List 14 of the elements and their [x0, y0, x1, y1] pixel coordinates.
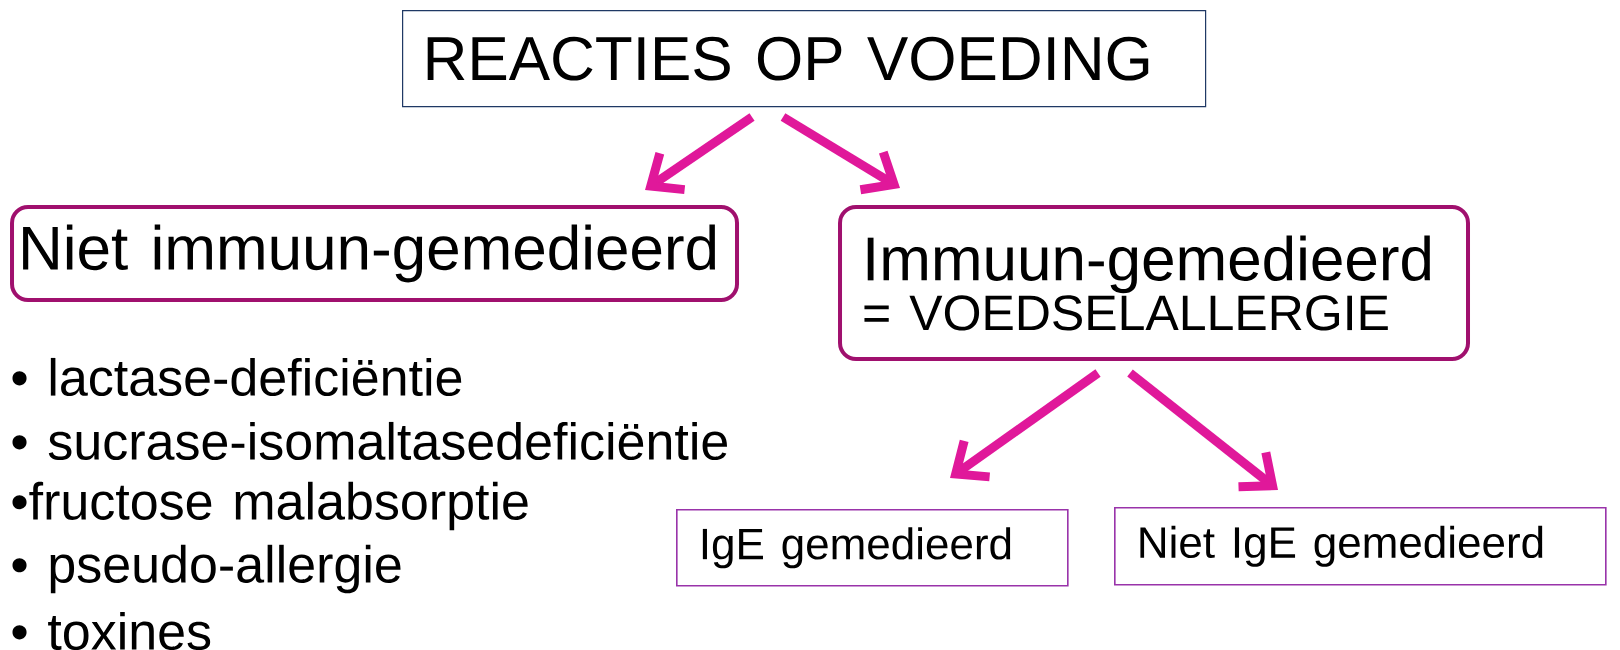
- bullet-item: •fructose malabsorptie: [12, 481, 528, 531]
- category-box: Immuun-gemedieerd = VOEDSELALLERGIE: [838, 205, 1470, 361]
- arrow: [1127, 369, 1278, 492]
- arrow: [780, 113, 900, 195]
- bullet-item: • lactase-deficiëntie: [12, 357, 462, 397]
- bullet-item: • sucrase-isomaltasedeficiëntie: [12, 421, 727, 461]
- subcategory-box: IgE gemedieerd: [676, 509, 1069, 587]
- category-box: Niet immuun-gemedieerd: [10, 205, 739, 302]
- title-box: REACTIES OP VOEDING: [402, 10, 1207, 108]
- arrow: [950, 369, 1101, 482]
- subcategory-box: Niet IgE gemedieerd: [1114, 507, 1607, 586]
- bullet-item: • toxines: [12, 611, 211, 650]
- bullet-item: • pseudo-allergie: [12, 544, 401, 594]
- arrow: [645, 113, 755, 195]
